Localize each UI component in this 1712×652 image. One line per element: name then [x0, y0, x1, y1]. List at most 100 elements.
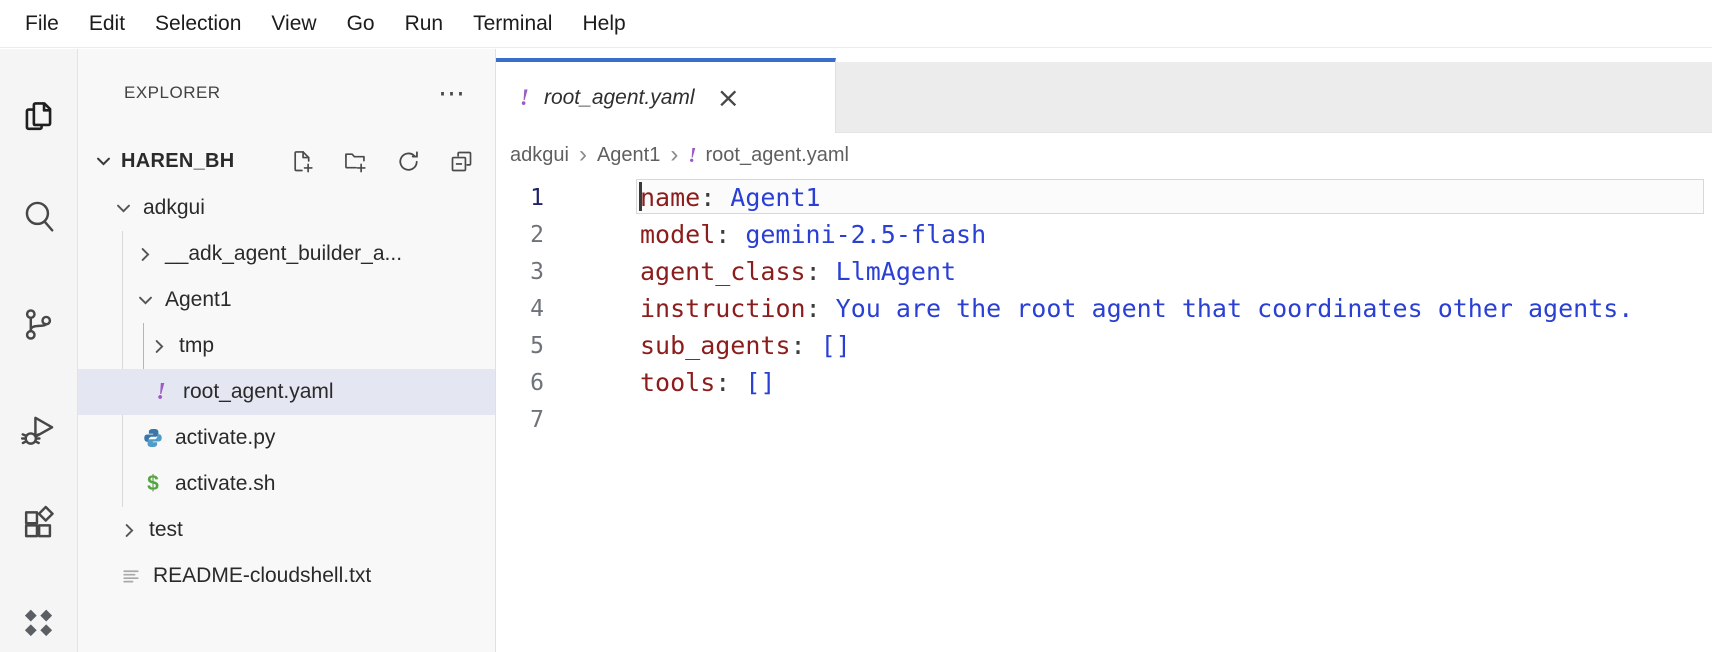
- yaml-key: model: [640, 220, 716, 249]
- chevron-right-icon: ›: [670, 141, 679, 168]
- tree-item-label: activate.sh: [175, 472, 276, 495]
- tree-item-label: README-cloudshell.txt: [153, 564, 372, 587]
- chevron-down-icon: [134, 289, 156, 311]
- tree-item-agent1[interactable]: Agent1: [78, 277, 495, 323]
- chevron-right-icon: [134, 243, 156, 265]
- tree-item-test[interactable]: test: [78, 507, 495, 553]
- code-line-7[interactable]: 7: [496, 401, 1712, 438]
- files-icon[interactable]: [17, 94, 61, 138]
- run-and-debug-icon[interactable]: [17, 408, 61, 452]
- yaml-colon: :: [715, 368, 731, 397]
- yaml-warning-icon: !: [520, 84, 529, 110]
- search-icon[interactable]: [17, 194, 61, 238]
- menu-terminal[interactable]: Terminal: [473, 11, 553, 35]
- breadcrumb-item-agent1[interactable]: Agent1: [596, 143, 661, 166]
- explorer-title: EXPLORER: [124, 83, 221, 102]
- tree-item-label: __adk_agent_builder_a...: [165, 242, 403, 265]
- menu-bar: File Edit Selection View Go Run Terminal…: [0, 0, 1712, 48]
- yaml-value: []: [820, 331, 851, 360]
- yaml-colon: :: [790, 331, 806, 360]
- yaml-key: name: [640, 183, 701, 212]
- yaml-warning-icon: !: [688, 142, 697, 167]
- explorer-header: EXPLORER ⋯: [78, 73, 495, 113]
- line-number: 3: [530, 258, 544, 285]
- current-line-highlight: [636, 179, 1704, 214]
- code-line-3[interactable]: 3 agent_class:LlmAgent: [496, 253, 1712, 290]
- explorer-toolbar: [288, 147, 495, 175]
- code-line-6[interactable]: 6 tools:[]: [496, 364, 1712, 401]
- tree-item-label: test: [149, 518, 183, 541]
- line-number: 1: [530, 184, 544, 211]
- code-editor[interactable]: 1 name:Agent1 2 model:gemini-2.5-flash 3…: [496, 177, 1712, 438]
- breadcrumb: adkgui › Agent1 › ! root_agent.yaml: [496, 133, 1712, 177]
- chevron-right-icon: [148, 335, 170, 357]
- tree-item-activate-sh[interactable]: $ activate.sh: [78, 461, 495, 507]
- workspace-row-haren-bh[interactable]: HAREN_BH: [78, 138, 495, 184]
- tree-item-label: activate.py: [175, 426, 276, 449]
- line-number: 5: [530, 332, 544, 359]
- extensions-icon[interactable]: [17, 501, 61, 545]
- new-file-icon[interactable]: [288, 147, 316, 175]
- code-line-content: tools: []: [544, 368, 775, 397]
- menu-help[interactable]: Help: [582, 11, 626, 35]
- tree-item-activate-py[interactable]: activate.py: [78, 415, 495, 461]
- tab-root-agent-yaml[interactable]: ! root_agent.yaml ×: [496, 58, 836, 133]
- collapse-folders-icon[interactable]: [447, 147, 475, 175]
- yaml-colon: :: [805, 294, 821, 323]
- tree-item-tmp[interactable]: tmp: [78, 323, 495, 369]
- tree-item-label: tmp: [179, 334, 215, 357]
- tree-item-adkgui[interactable]: adkgui: [78, 185, 495, 231]
- yaml-colon: :: [805, 257, 821, 286]
- chevron-right-icon: ›: [578, 141, 587, 168]
- code-line-2[interactable]: 2 model:gemini-2.5-flash: [496, 216, 1712, 253]
- editor-group: ! root_agent.yaml × adkgui › Agent1 › ! …: [496, 49, 1712, 652]
- yaml-key: tools: [640, 368, 716, 397]
- refresh-icon[interactable]: [394, 147, 422, 175]
- chevron-down-icon: [112, 197, 134, 219]
- workbench: EXPLORER ⋯ HAREN_BH: [0, 49, 1712, 652]
- workspace-name: HAREN_BH: [121, 149, 235, 172]
- yaml-value: You are the root agent that coordinates …: [835, 294, 1634, 323]
- menu-run[interactable]: Run: [404, 11, 444, 35]
- line-number: 2: [530, 221, 544, 248]
- text-file-icon: [118, 563, 144, 589]
- tree-item-adk-agent-builder[interactable]: __adk_agent_builder_a...: [78, 231, 495, 277]
- yaml-value: []: [745, 368, 776, 397]
- code-line-5[interactable]: 5 sub_agents: []: [496, 327, 1712, 364]
- yaml-value: Agent1: [730, 183, 821, 212]
- new-folder-icon[interactable]: [341, 147, 369, 175]
- tree-item-root-agent-yaml[interactable]: ! root_agent.yaml: [78, 369, 495, 415]
- yaml-key: sub_agents: [640, 331, 791, 360]
- tab-bar: ! root_agent.yaml ×: [496, 49, 1712, 133]
- code-line-4[interactable]: 4 instruction:You are the root agent tha…: [496, 290, 1712, 327]
- shell-file-icon: $: [147, 472, 159, 495]
- menu-edit[interactable]: Edit: [88, 11, 126, 35]
- gemini-code-assist-icon[interactable]: [17, 600, 61, 644]
- tree-item-readme-cloudshell[interactable]: README-cloudshell.txt: [78, 553, 495, 599]
- yaml-colon: :: [700, 183, 716, 212]
- breadcrumb-item-root-agent-yaml[interactable]: root_agent.yaml: [705, 143, 849, 166]
- file-tree: adkgui __adk_agent_builder_a... Agent1 t…: [78, 185, 495, 599]
- source-control-icon[interactable]: [17, 302, 61, 346]
- code-line-content: agent_class:LlmAgent: [544, 257, 956, 286]
- close-icon[interactable]: ×: [716, 80, 741, 114]
- code-line-content: model:gemini-2.5-flash: [544, 220, 986, 249]
- yaml-value: LlmAgent: [835, 257, 957, 286]
- line-number: 7: [530, 406, 544, 433]
- menu-go[interactable]: Go: [346, 11, 375, 35]
- tree-item-label: root_agent.yaml: [183, 380, 334, 403]
- menu-file[interactable]: File: [25, 11, 59, 35]
- tab-title: root_agent.yaml: [543, 85, 695, 109]
- explorer-sidebar: EXPLORER ⋯ HAREN_BH: [78, 49, 496, 652]
- tree-item-label: adkgui: [143, 196, 205, 219]
- code-line-content: name: Agent1: [544, 183, 821, 212]
- breadcrumb-item-adkgui[interactable]: adkgui: [510, 143, 569, 166]
- yaml-value: gemini-2.5-flash: [745, 220, 987, 249]
- code-line-1[interactable]: 1 name: Agent1: [496, 179, 1712, 216]
- more-actions-icon[interactable]: ⋯: [438, 78, 465, 108]
- code-line-content: sub_agents: []: [544, 331, 851, 360]
- menu-view[interactable]: View: [271, 11, 317, 35]
- code-line-content: instruction:You are the root agent that …: [544, 294, 1633, 323]
- menu-selection[interactable]: Selection: [155, 11, 242, 35]
- chevron-right-icon: [118, 519, 140, 541]
